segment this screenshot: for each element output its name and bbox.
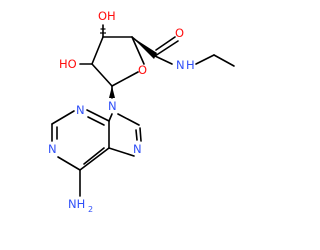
wedge-bond-c4 xyxy=(132,37,157,59)
bond-n1-c6 xyxy=(57,156,81,171)
bond-o4-c1 xyxy=(111,71,139,87)
bond-n3-c2 xyxy=(51,110,75,125)
bond-c6-c5-inner xyxy=(83,147,105,165)
bond-co-double-1 xyxy=(154,40,179,57)
n7-label: N xyxy=(133,142,142,156)
bond-c2-c3 xyxy=(91,36,104,65)
bond-n-ch2 xyxy=(195,54,215,65)
bond-c8-n7 xyxy=(139,127,142,142)
ho-left-label: HO xyxy=(59,57,77,71)
n9-label: N xyxy=(108,99,117,113)
bond-c4-o4 xyxy=(131,36,145,65)
bond-n7-c5 xyxy=(108,147,135,157)
bond-c2-c1 xyxy=(91,63,113,87)
n3-label: N xyxy=(76,103,85,117)
bond-c-n-amide xyxy=(154,55,173,65)
amide-n-label: N xyxy=(176,58,185,72)
bond-c4p-n3 xyxy=(86,109,110,122)
structure-svg: OH HO O O N H N N N N NH 2 xyxy=(48,9,235,214)
bond-n9-c8 xyxy=(117,113,140,126)
nh2-subscript: 2 xyxy=(88,205,93,214)
n1-label: N xyxy=(48,142,57,156)
bond-ch2-ch3 xyxy=(213,54,235,67)
bond-c8-n7-inner xyxy=(135,129,138,141)
oh-top-label: OH xyxy=(98,9,116,23)
carbonyl-oxygen-label: O xyxy=(175,26,184,40)
bond-c4p-n9 xyxy=(108,113,113,122)
bond-co-double-2 xyxy=(155,36,176,51)
hash-bond-c3 xyxy=(100,28,106,34)
bond-c4p-n3-inner xyxy=(87,116,105,126)
wedge-bond-c1 xyxy=(109,86,115,98)
amide-h-label: H xyxy=(186,58,195,72)
nh2-label: NH xyxy=(68,197,85,211)
ring-oxygen-label: O xyxy=(138,63,147,77)
molecule-diagram: OH HO O O N H N N N N NH 2 xyxy=(48,9,235,214)
bond-c6-c5 xyxy=(79,147,110,171)
